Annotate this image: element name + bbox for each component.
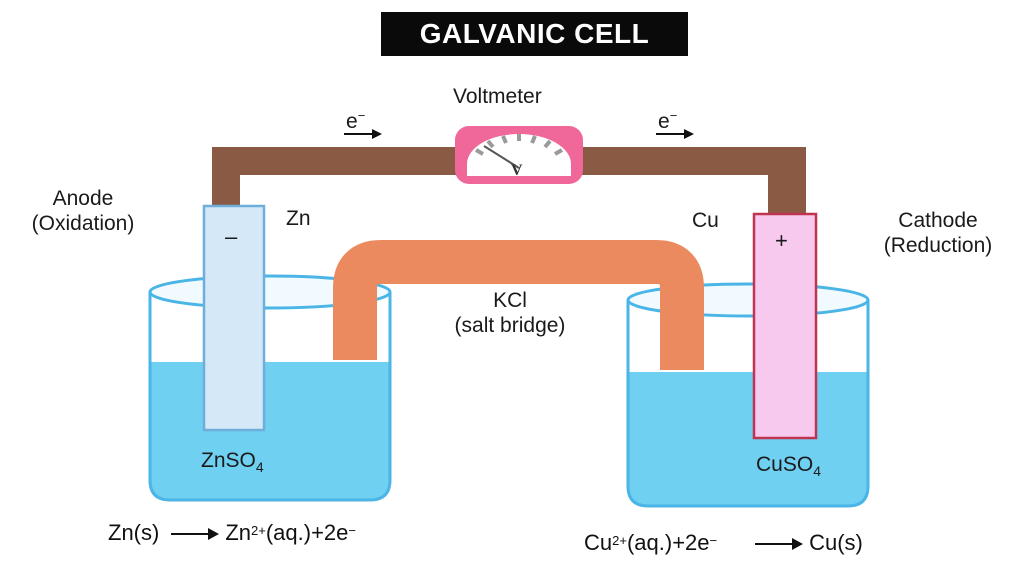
anode-label: Anode (Oxidation): [8, 186, 158, 236]
wire-left-down: [212, 147, 240, 209]
salt-bridge-label: KCl (salt bridge): [420, 288, 600, 338]
voltmeter-label: Voltmeter: [453, 85, 542, 108]
cathode-label-line1: Cathode: [898, 209, 978, 232]
diagram-title: GALVANIC CELL: [381, 12, 688, 56]
salt-bridge-label-line2: (salt bridge): [454, 314, 566, 338]
anode-label-line1: Anode: [52, 187, 114, 210]
reaction-arrow-right: [755, 538, 804, 550]
electron-label-left: e−: [346, 108, 366, 133]
salt-bridge-label-line1: KCl: [493, 289, 527, 312]
cathode-label-line2: (Reduction): [883, 234, 993, 258]
reaction-arrow-left: [171, 528, 220, 540]
electron-arrow-right: [656, 129, 694, 139]
electron-label-right: e−: [658, 108, 678, 133]
copper-label: Cu: [692, 209, 719, 232]
left-solution-label: ZnSO4: [201, 449, 264, 475]
cathode-sign: +: [775, 228, 788, 253]
voltmeter-symbol: V: [511, 162, 523, 179]
voltmeter-needle: [483, 145, 520, 169]
copper-electrode: [752, 212, 818, 440]
voltmeter: [455, 126, 583, 184]
wire-right-down: [768, 147, 806, 217]
zinc-electrode: [202, 204, 266, 432]
salt-bridge: [333, 240, 704, 370]
right-solution: [628, 372, 868, 506]
electron-arrow-left: [344, 129, 382, 139]
zinc-label: Zn: [286, 207, 311, 230]
right-solution-label: CuSO4: [756, 453, 821, 479]
anode-sign: –: [225, 224, 238, 249]
voltmeter-scale: [475, 134, 563, 156]
left-beaker-wall: [148, 292, 392, 502]
right-beaker-wall: [626, 300, 870, 508]
anode-label-line2: (Oxidation): [31, 212, 135, 236]
cathode-label: Cathode (Reduction): [862, 208, 1014, 258]
left-solution: [150, 362, 390, 500]
